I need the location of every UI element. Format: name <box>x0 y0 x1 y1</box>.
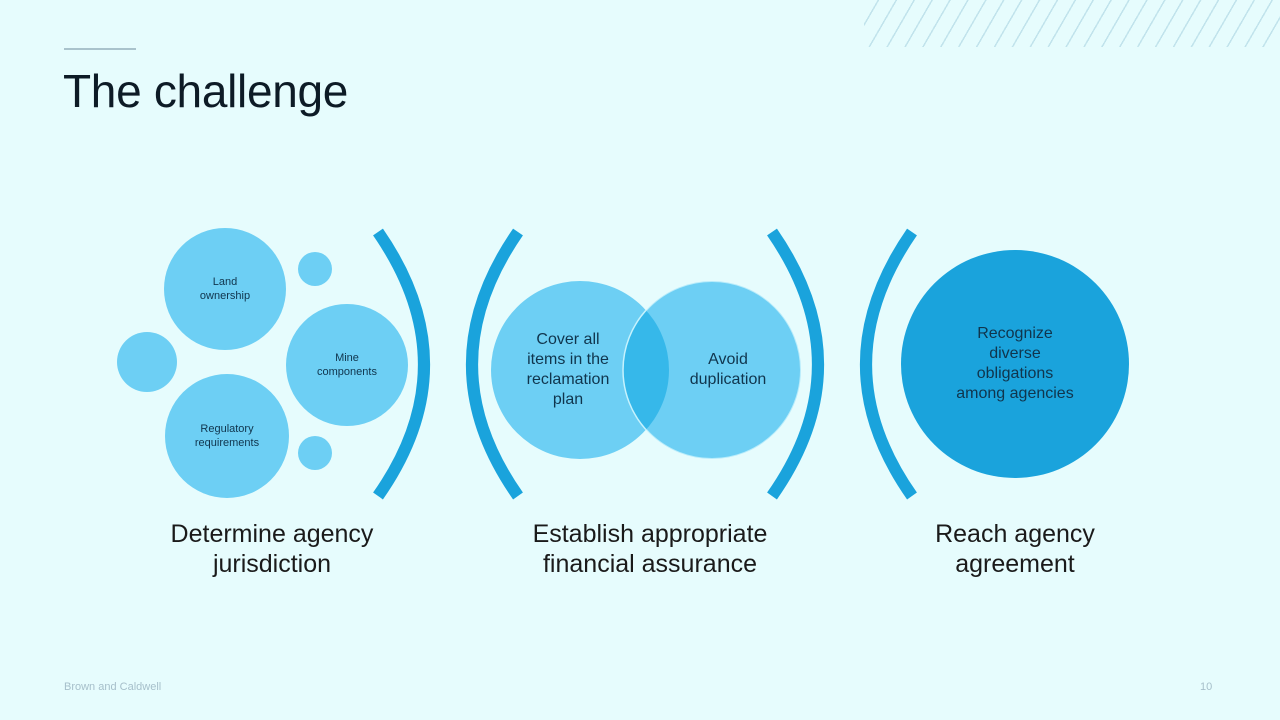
circle-text: plan <box>552 391 584 408</box>
caption-text: agreement <box>955 550 1075 578</box>
caption-text: jurisdiction <box>212 550 332 578</box>
caption-text: financial assurance <box>542 550 757 578</box>
page-number: 10 <box>1200 681 1213 693</box>
circle-text: reclamation <box>526 371 610 388</box>
circle-text: among agencies <box>956 385 1074 402</box>
title-accent-line <box>64 48 136 50</box>
circle-text: items in the <box>527 351 609 368</box>
caption-text: Determine agency <box>170 520 374 548</box>
circle-text: diverse <box>989 345 1041 362</box>
circle-recognize-obligations: Recognize diverse obligations among agen… <box>901 250 1129 478</box>
decorative-bubble <box>298 436 332 470</box>
right-bracket-icon <box>373 228 430 500</box>
circle-text: Land <box>212 276 238 288</box>
circle-text: components <box>317 366 377 378</box>
decorative-hatch-pattern <box>864 0 1280 47</box>
decorative-bubble <box>298 252 332 286</box>
circle-mine-components: Mine components <box>286 304 408 426</box>
circle-text: obligations <box>976 365 1054 382</box>
slide-title: The challenge <box>63 65 349 117</box>
left-bracket-icon <box>860 228 917 500</box>
caption-text: Establish appropriate <box>532 520 768 548</box>
circle-text: ownership <box>199 290 251 302</box>
circle-text: Mine <box>335 352 359 364</box>
circle-text: Avoid <box>708 351 748 368</box>
circle-text: Cover all <box>536 331 600 348</box>
circle-text: Recognize <box>977 325 1053 342</box>
circle-text: Regulatory <box>200 423 254 435</box>
left-bracket-icon <box>466 228 523 500</box>
decorative-bubble <box>117 332 177 392</box>
circle-text: duplication <box>689 371 767 388</box>
caption-text: Reach agency <box>935 520 1095 548</box>
circle-regulatory-requirements: Regulatory requirements <box>165 374 289 498</box>
footer-company-name: Brown and Caldwell <box>64 681 162 693</box>
circle-land-ownership: Land ownership <box>164 228 286 350</box>
circle-text: requirements <box>194 437 260 449</box>
right-bracket-icon <box>767 228 824 500</box>
